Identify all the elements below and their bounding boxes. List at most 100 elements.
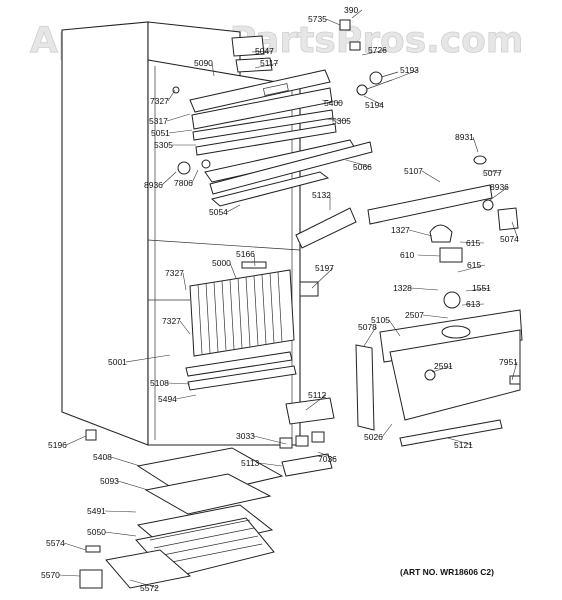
callout-leader <box>175 394 197 400</box>
part-number-label: 5054 <box>209 207 228 217</box>
callout-leader <box>167 89 176 102</box>
callout-leader <box>191 169 199 184</box>
callout-leader <box>459 241 485 244</box>
callout-leader <box>465 287 491 292</box>
callout-leader <box>58 574 81 577</box>
part-number-label: 5305 <box>154 140 173 150</box>
air-duct-assembly <box>295 184 523 447</box>
callout-leader <box>489 186 509 201</box>
part-number-label: 1328 <box>393 283 412 293</box>
callout-leader <box>226 204 241 213</box>
callout-leader <box>511 361 518 381</box>
part-number-label: 5077 <box>483 168 502 178</box>
part-number-label: 5197 <box>315 263 334 273</box>
part-number-label: 8936 <box>490 182 509 192</box>
callout-leader <box>457 264 486 273</box>
callout-leader <box>447 437 473 446</box>
part-number-label: 5074 <box>500 234 519 244</box>
callout-leader <box>472 136 479 153</box>
callout-leader <box>65 435 87 446</box>
part-number-label: 5726 <box>368 45 387 55</box>
callout-leader <box>117 480 149 491</box>
callout-leader <box>63 542 87 551</box>
callout-leader <box>254 62 279 69</box>
part-number-label: 613 <box>466 299 480 309</box>
callout-leader <box>410 287 439 291</box>
part-number-label: 5570 <box>41 570 60 580</box>
callout-leader <box>211 62 215 77</box>
part-number-label: 7036 <box>318 454 337 464</box>
callout-leader <box>421 170 441 183</box>
callout-leader <box>324 118 351 122</box>
part-number-label: 5735 <box>308 14 327 24</box>
control-panel-assembly <box>189 35 373 207</box>
callout-leader <box>363 95 384 106</box>
part-number-label: 5121 <box>454 440 473 450</box>
callout-leader <box>325 18 341 26</box>
part-number-label: 5050 <box>87 527 106 537</box>
callout-leader <box>104 531 137 537</box>
part-number-label: 5107 <box>404 166 423 176</box>
callout-leader <box>351 9 363 19</box>
callout-leader <box>511 221 519 240</box>
part-number-label: 5117 <box>260 58 279 68</box>
part-number-label: 615 <box>467 260 481 270</box>
callout-leader <box>305 394 327 411</box>
callout-leader <box>253 435 287 445</box>
callout-leader <box>129 579 159 589</box>
part-number-label: 5305 <box>332 116 351 126</box>
callout-leader <box>363 326 377 347</box>
part-number-label: 7806 <box>174 178 193 188</box>
callout-leader <box>251 50 274 53</box>
crisper-shelf-assembly <box>79 397 335 589</box>
part-number-label: 5090 <box>194 58 213 68</box>
callout-leader <box>125 354 171 363</box>
callout-leader <box>179 320 191 335</box>
part-number-label: 5193 <box>400 65 419 75</box>
part-number-label: 5494 <box>158 394 177 404</box>
callout-leader <box>483 169 502 174</box>
knob-set <box>339 19 399 96</box>
callout-leader <box>408 229 433 237</box>
callout-leader <box>317 451 337 460</box>
callout-leader <box>388 319 401 337</box>
part-number-label: 5132 <box>312 190 331 200</box>
part-number-label: 5001 <box>108 357 127 367</box>
part-number-label: 8931 <box>455 132 474 142</box>
callout-leader <box>104 510 137 513</box>
part-number-label: 5066 <box>353 162 372 172</box>
callout-leader <box>253 253 256 267</box>
part-number-label: 2591 <box>434 361 453 371</box>
callout-leader <box>167 382 191 385</box>
part-number-label: 5026 <box>364 432 383 442</box>
part-number-label: 1327 <box>391 225 410 235</box>
evaporator-coil <box>185 261 297 391</box>
part-number-label: 5051 <box>151 128 170 138</box>
part-number-label: 7327 <box>162 316 181 326</box>
callout-leader <box>361 49 387 56</box>
callout-leader <box>431 365 453 373</box>
part-number-label: 610 <box>400 250 414 260</box>
callout-leader <box>381 423 393 438</box>
cabinet-body <box>61 21 301 446</box>
part-number-label: 5093 <box>100 476 119 486</box>
callout-leader <box>161 171 177 186</box>
part-number-label: 615 <box>466 238 480 248</box>
part-number-label: 5105 <box>371 315 390 325</box>
part-number-label: 5572 <box>140 583 159 593</box>
callout-leader <box>182 272 187 291</box>
part-number-label: 5194 <box>365 100 384 110</box>
part-number-label: 3033 <box>236 431 255 441</box>
part-number-label: 5408 <box>93 452 112 462</box>
part-number-label: 5400 <box>324 98 343 108</box>
part-number-label: 5078 <box>358 322 377 332</box>
part-number-label: 7951 <box>499 357 518 367</box>
part-number-label: 5108 <box>150 378 169 388</box>
part-number-label: 2507 <box>405 310 424 320</box>
callout-leader <box>229 262 237 279</box>
callout-leader <box>166 113 191 122</box>
callout-leader <box>345 159 372 168</box>
part-number-label: 5574 <box>46 538 65 548</box>
part-number-label: 5317 <box>149 116 168 126</box>
